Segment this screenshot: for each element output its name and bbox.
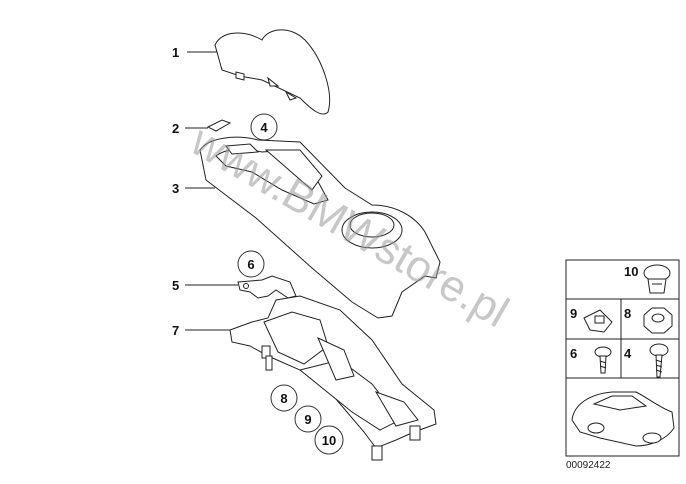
callout-8: 8	[280, 391, 287, 406]
callout-7: 7	[172, 323, 179, 338]
callout-9: 9	[304, 412, 311, 427]
legend-label-9: 9	[570, 306, 577, 321]
callout-9-circle[interactable]: 9	[294, 405, 322, 433]
part-2-insert[interactable]	[206, 119, 232, 132]
callout-8-circle[interactable]: 8	[270, 384, 298, 412]
diagram-code: 00092422	[566, 460, 611, 471]
legend-item-6[interactable]: 6	[570, 346, 612, 374]
part-5-bracket[interactable]	[237, 275, 297, 299]
part-3-center-console[interactable]	[199, 136, 441, 319]
legend-item-8[interactable]: 8	[624, 306, 673, 334]
legend-label-10: 10	[624, 264, 638, 279]
watermark-text: www.BMWstore.pl	[182, 116, 516, 337]
legend-label-8: 8	[624, 306, 631, 321]
part-1-armrest-lid[interactable]	[214, 29, 331, 115]
callout-1: 1	[172, 45, 179, 60]
callout-2: 2	[172, 121, 179, 136]
callout-10-circle[interactable]: 10	[314, 425, 344, 455]
legend-item-10[interactable]: 10	[624, 264, 671, 294]
callout-10: 10	[322, 433, 336, 448]
callout-4: 4	[260, 120, 268, 135]
legend-label-4: 4	[624, 346, 632, 361]
part-7-carrier[interactable]	[229, 295, 437, 461]
callout-6-circle[interactable]: 6	[237, 250, 265, 278]
callout-3: 3	[172, 181, 179, 196]
legend-label-6: 6	[570, 346, 577, 361]
legend-item-4[interactable]: 4	[624, 343, 669, 378]
callout-6: 6	[247, 257, 254, 272]
vehicle-thumbnail	[565, 377, 680, 457]
callout-4-circle[interactable]: 4	[250, 113, 278, 141]
callout-5: 5	[172, 278, 179, 293]
legend-item-9[interactable]: 9	[570, 306, 613, 333]
